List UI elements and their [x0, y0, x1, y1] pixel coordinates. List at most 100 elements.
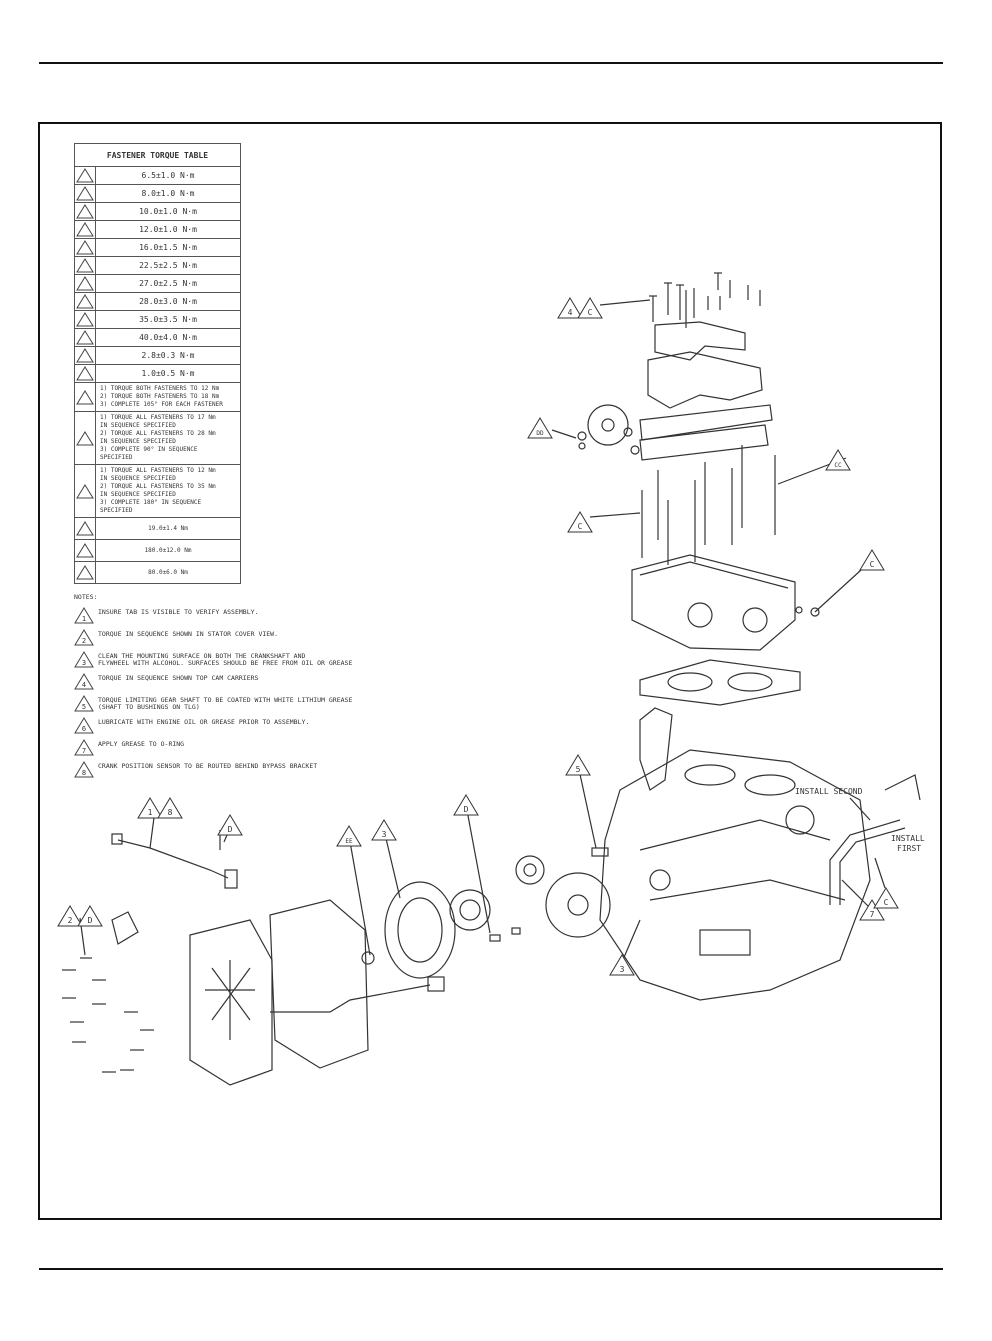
note-item: 7 APPLY GREASE TO O-RING [74, 737, 184, 759]
stator-wire [270, 984, 431, 1013]
row-symbol: F [74, 256, 96, 275]
install-second-label: INSTALL SECOND [795, 787, 863, 796]
torque-symbol-icon [76, 543, 94, 558]
note-triangle-icon: 6 [74, 717, 94, 734]
callout-2: 2 [68, 916, 73, 925]
table-row: M2.8±0.3 N·m [74, 346, 241, 365]
cylinder-head [631, 554, 796, 651]
torque-symbol-icon [76, 276, 94, 291]
callout-8: 8 [168, 808, 173, 817]
note-text: APPLY GREASE TO O-RING [98, 740, 185, 748]
table-title: FASTENER TORQUE TABLE [74, 143, 241, 167]
note-triangle-icon: 4 [74, 673, 94, 690]
callout-4: 4 [568, 308, 573, 317]
note-number: 3 [82, 659, 86, 667]
row-symbol: M [74, 346, 96, 365]
torque-symbol-icon [76, 483, 94, 498]
callout-5: 5 [576, 765, 581, 774]
camshaft-front [639, 404, 773, 441]
flywheel [384, 881, 456, 979]
torque-symbol-icon [76, 294, 94, 309]
table-row: GG80.0±6.0 Nm [74, 561, 241, 584]
note-number: 4 [82, 681, 86, 689]
head-bolts [641, 445, 776, 565]
callout-c-pipe: C [884, 898, 889, 907]
callout-d-gear: D [464, 805, 469, 814]
callout-3-flywheel: 3 [382, 830, 387, 839]
note-text: INSURE TAB IS VISIBLE TO VERIFY ASSEMBLY… [98, 608, 259, 616]
table-row: H28.0±3.0 N·m [74, 292, 241, 311]
row-value: 1) TORQUE BOTH FASTENERS TO 12 Nm 2) TOR… [95, 382, 241, 412]
fastener-torque-table: FASTENER TORQUE TABLE A6.5±1.0 N·mB8.0±1… [74, 143, 241, 584]
callout-3-block: 3 [620, 965, 625, 974]
note-number: 2 [82, 637, 86, 645]
bypass-bracket [111, 911, 139, 945]
note-number: 5 [82, 703, 86, 711]
torque-symbol-icon [76, 389, 94, 404]
timing-chain [639, 707, 673, 791]
camshaft-rear [639, 424, 769, 461]
table-row: EE180.0±12.0 Nm [74, 539, 241, 562]
callout-c-top: C [588, 308, 593, 317]
notes-list: 1 INSURE TAB IS VISIBLE TO VERIFY ASSEMBL… [74, 605, 352, 781]
torque-symbol-icon [76, 521, 94, 536]
cam-bolts [649, 272, 761, 328]
callout-7: 7 [870, 910, 875, 919]
note-triangle-icon: 1 [74, 607, 94, 624]
note-triangle-icon: 8 [74, 761, 94, 778]
torque-symbol-icon [76, 366, 94, 381]
notes-heading: NOTES: [74, 593, 98, 601]
torque-symbol-icon [76, 430, 94, 445]
coolant-pipe [829, 819, 901, 905]
row-symbol: A [74, 166, 96, 185]
torque-symbol-icon [76, 222, 94, 237]
crank-position-sensor [117, 839, 229, 879]
note-triangle-icon: 7 [74, 739, 94, 756]
torque-symbol-icon [76, 312, 94, 327]
torque-symbol-icon [76, 565, 94, 580]
torque-symbol-icon [76, 330, 94, 345]
note-number: 8 [82, 769, 86, 777]
note-item: 2 TORQUE IN SEQUENCE SHOWN IN STATOR COVE… [74, 627, 278, 649]
note-text: LUBRICATE WITH ENGINE OIL OR GREASE PRIO… [98, 718, 310, 726]
callout-d-cover: D [88, 916, 93, 925]
note-text: CRANK POSITION SENSOR TO BE ROUTED BEHIN… [98, 762, 318, 770]
callout-c-head: C [870, 560, 875, 569]
gear-shaft [591, 847, 609, 857]
table-row: L40.0±4.0 N·m [74, 328, 241, 347]
torque-symbol-icon [76, 168, 94, 183]
note-item: 8 CRANK POSITION SENSOR TO BE ROUTED BEHI… [74, 759, 317, 781]
torque-symbol-icon [76, 348, 94, 363]
note-number: 1 [82, 615, 86, 623]
table-row: A6.5±1.0 N·m [74, 166, 241, 185]
cam-sprocket [587, 404, 629, 446]
callout-cc: CC [834, 462, 842, 469]
engine-block [599, 749, 871, 1001]
callout-c-headbolt: C [578, 522, 583, 531]
note-item: 6 LUBRICATE WITH ENGINE OIL OR GREASE PRI… [74, 715, 309, 737]
cam-carrier-lower [647, 351, 763, 409]
stator-cover-gasket [269, 899, 369, 1069]
drive-pulley [515, 855, 545, 885]
starter-clutch [449, 889, 491, 931]
note-item: 1 INSURE TAB IS VISIBLE TO VERIFY ASSEMBL… [74, 605, 258, 627]
callout-ee: EE [345, 838, 353, 845]
top-rule [39, 62, 943, 64]
note-text: TORQUE IN SEQUENCE SHOWN IN STATOR COVER… [98, 630, 279, 638]
install-first-label-2: FIRST [897, 844, 922, 853]
torque-limiting-gear [545, 872, 611, 938]
note-number: 7 [82, 747, 86, 755]
head-gasket [639, 659, 801, 706]
note-triangle-icon: 3 [74, 651, 94, 668]
diagram-frame [38, 122, 942, 1220]
callout-d-sensor: D [228, 825, 233, 834]
row-symbol: GG [74, 561, 96, 584]
torque-symbol-icon [76, 258, 94, 273]
note-number: 6 [82, 725, 86, 733]
note-triangle-icon: 2 [74, 629, 94, 646]
stator-cover-bolts [62, 957, 154, 1073]
note-triangle-icon: 5 [74, 695, 94, 712]
